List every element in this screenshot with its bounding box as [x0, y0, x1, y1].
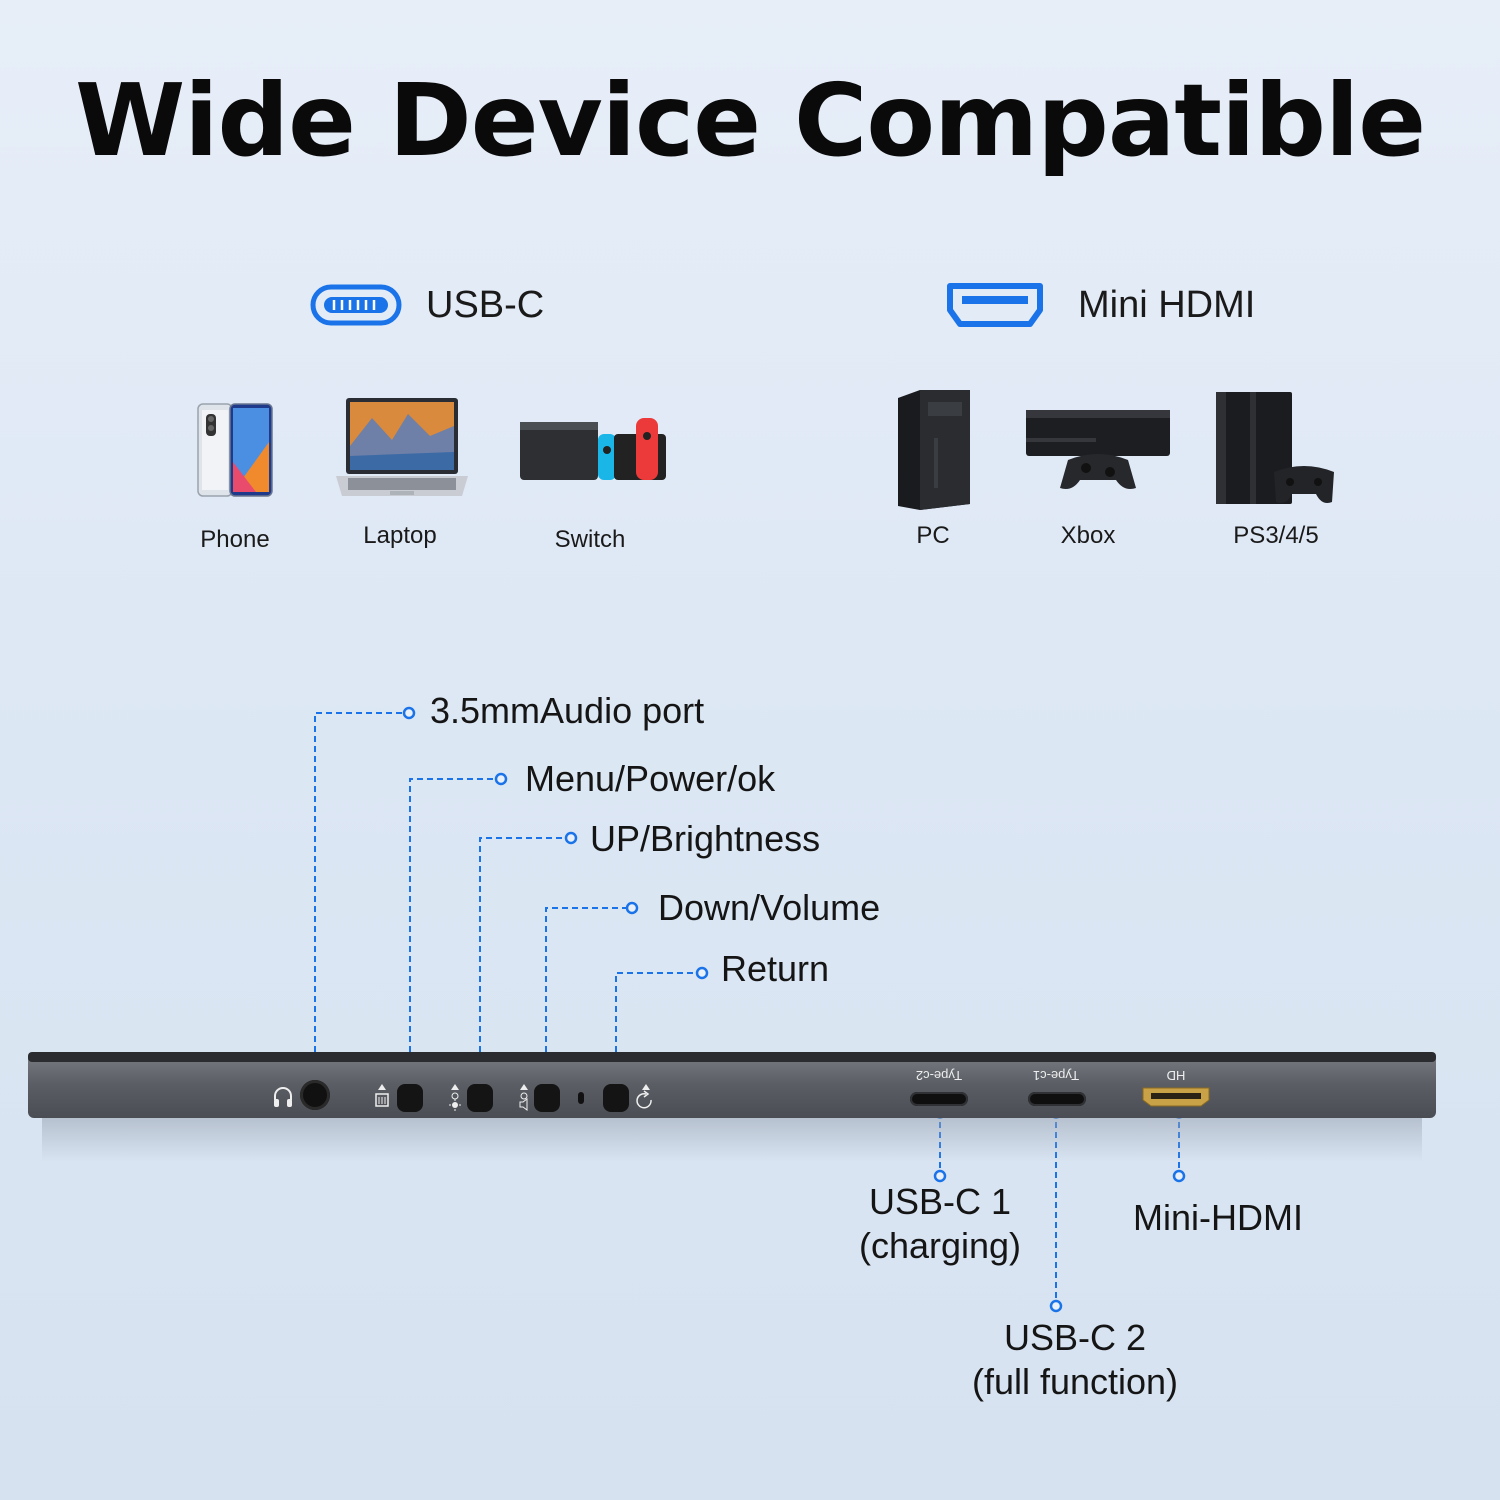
usb-c-port-icon	[310, 284, 402, 326]
usb-c-2-engraving: Type-c2	[915, 1068, 963, 1083]
callout-audio-port: 3.5mmAudio port	[430, 690, 705, 731]
hdmi-port-icon	[946, 282, 1044, 328]
menu-power-ok-button[interactable]	[397, 1084, 423, 1112]
xbox-icon	[1024, 408, 1172, 492]
menu-icon	[374, 1082, 390, 1110]
callout-up-brightness: UP/Brightness	[590, 818, 821, 859]
brightness-icon	[447, 1082, 463, 1112]
device-label-switch: Switch	[554, 526, 626, 553]
volume-icon	[516, 1082, 532, 1112]
device-label-playstation: PS3/4/5	[1233, 522, 1319, 549]
mini-hdmi-label: Mini-HDMI	[1133, 1197, 1303, 1238]
playstation-icon	[1214, 390, 1336, 508]
device-label-laptop: Laptop	[363, 522, 437, 549]
usb-c-2-label: USB-C 2 (full function)	[950, 1316, 1200, 1404]
device-label-phone: Phone	[200, 526, 270, 553]
monitor-side-edge	[28, 1052, 1436, 1162]
usb-c-1-desc: (charging)	[858, 1225, 1022, 1266]
audio-jack[interactable]	[300, 1080, 330, 1110]
return-icon	[634, 1082, 656, 1112]
mini-hdmi-category-label: Mini HDMI	[1078, 284, 1256, 326]
pc-tower-icon	[894, 388, 972, 512]
usb-c-1-label: USB-C 1 (charging)	[840, 1180, 1040, 1268]
headphone-icon	[272, 1086, 294, 1110]
usb-c-category-label: USB-C	[426, 284, 545, 326]
indicator-led	[578, 1092, 584, 1104]
usb-c-port-2[interactable]	[1028, 1092, 1086, 1106]
callout-down-volume: Down/Volume	[658, 887, 881, 928]
return-button[interactable]	[603, 1084, 629, 1112]
hdmi-engraving: HD	[1166, 1068, 1186, 1083]
usb-c-2-name: USB-C 2	[1003, 1317, 1147, 1358]
device-label-xbox: Xbox	[1060, 522, 1116, 549]
usb-c-1-name: USB-C 1	[868, 1181, 1012, 1222]
game-console-switch-icon	[516, 416, 666, 486]
callout-menu-power-ok: Menu/Power/ok	[525, 758, 776, 799]
up-brightness-button[interactable]	[467, 1084, 493, 1112]
mini-hdmi-port[interactable]	[1141, 1086, 1211, 1108]
device-label-pc: PC	[916, 522, 950, 549]
usb-c-port-1[interactable]	[910, 1092, 968, 1106]
down-volume-button[interactable]	[534, 1084, 560, 1112]
usb-c-1-engraving: Type-c1	[1032, 1068, 1080, 1083]
usb-c-2-desc: (full function)	[971, 1361, 1179, 1402]
laptop-icon	[334, 396, 470, 504]
page-title: Wide Device Compatible	[74, 62, 1426, 179]
phone-icon	[196, 402, 276, 498]
callout-return: Return	[721, 948, 830, 989]
